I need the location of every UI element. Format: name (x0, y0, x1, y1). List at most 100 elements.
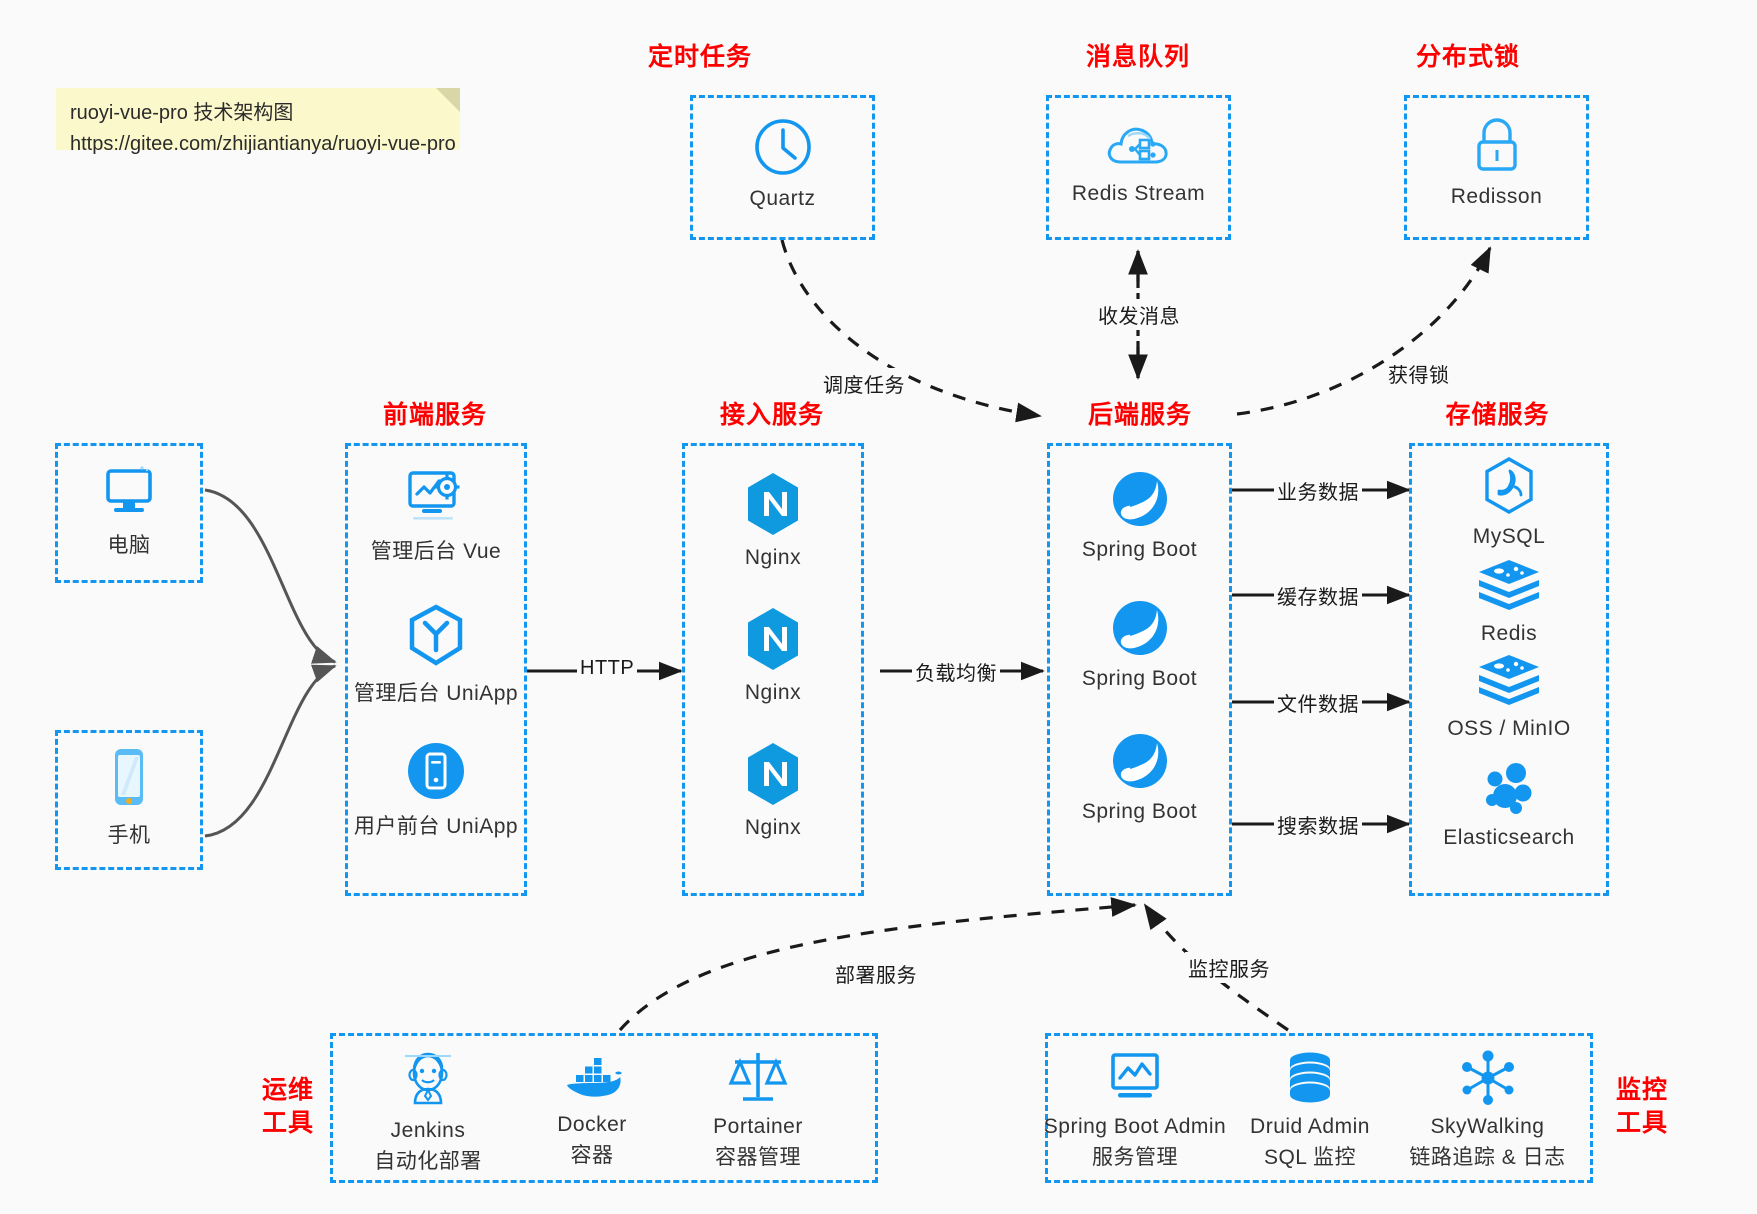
node-redis[interactable]: Redis (1412, 558, 1606, 646)
node-label-redis: Redis (1480, 622, 1538, 645)
nginx-icon (742, 470, 804, 538)
group-title-gateway: 接入服务 (719, 401, 824, 429)
node-label-user-uniapp: 用户前台 UniApp (353, 815, 519, 838)
nginx-icon (742, 740, 804, 808)
node-sub-druid-admin: SQL 监控 (1263, 1146, 1357, 1169)
node-spring-boot-2[interactable]: Spring Boot (1053, 597, 1226, 691)
dashboard-gear-icon (403, 467, 469, 527)
note-url-line: https://gitee.com/zhijiantianya/ruoyi-vu… (70, 133, 456, 155)
node-jenkins[interactable]: Jenkins 自动化部署 (348, 1049, 508, 1175)
skywalking-node-icon (1457, 1049, 1519, 1107)
node-nginx-2[interactable]: Nginx (687, 605, 859, 705)
node-sub-skywalking: 链路追踪 & 日志 (1409, 1146, 1566, 1169)
node-label-jenkins: Jenkins (390, 1119, 466, 1142)
note-fold-corner (436, 88, 460, 112)
group-title-storage: 存储服务 (1445, 401, 1550, 429)
group-title-monitoring-line1: 监控 (1615, 1076, 1668, 1104)
scales-balance-icon (727, 1049, 789, 1107)
nginx-icon (742, 605, 804, 673)
node-redisson[interactable]: Redisson (1414, 115, 1579, 209)
node-label-admin-vue: 管理后台 Vue (370, 540, 502, 563)
node-nginx-3[interactable]: Nginx (687, 740, 859, 840)
node-redis-stream[interactable]: Redis Stream (1056, 118, 1221, 206)
node-elasticsearch[interactable]: Elasticsearch (1412, 760, 1606, 850)
group-box-client-desktop (55, 443, 203, 583)
node-druid-admin[interactable]: Druid Admin SQL 监控 (1225, 1049, 1395, 1171)
group-title-devops-line2: 工具 (261, 1109, 314, 1137)
edge-label-send-receive-message: 收发消息 (1095, 299, 1183, 330)
node-label-spring-boot-admin: Spring Boot Admin (1043, 1115, 1227, 1138)
node-label-mobile: 手机 (107, 824, 151, 847)
group-title-devops: 运维 工具 (258, 1074, 318, 1140)
node-nginx-1[interactable]: Nginx (687, 470, 859, 570)
node-label-oss-minio: OSS / MinIO (1447, 717, 1571, 740)
group-title-message-queue: 消息队列 (1085, 43, 1190, 71)
edge-label-file-data: 文件数据 (1274, 687, 1362, 718)
docker-whale-icon (559, 1049, 625, 1105)
node-mysql[interactable]: MySQL (1412, 455, 1606, 549)
group-title-monitoring: 监控 工具 (1612, 1074, 1672, 1140)
group-box-message-queue (1046, 95, 1231, 240)
mobile-circle-icon (405, 740, 467, 802)
node-user-uniapp[interactable]: 用户前台 UniApp (350, 740, 522, 840)
note-title-line: ruoyi-vue-pro 技术架构图 (70, 102, 294, 124)
edge-label-schedule-task: 调度任务 (820, 368, 908, 399)
node-label-spring-boot-2: Spring Boot (1081, 667, 1198, 690)
edge-label-http: HTTP (577, 656, 638, 681)
group-title-backend: 后端服务 (1087, 401, 1192, 429)
node-admin-uniapp[interactable]: 管理后台 UniApp (350, 603, 522, 707)
node-label-redisson: Redisson (1450, 185, 1543, 208)
edge-label-load-balance: 负载均衡 (912, 656, 1000, 687)
node-label-spring-boot-1: Spring Boot (1081, 538, 1198, 561)
node-spring-boot-3[interactable]: Spring Boot (1053, 730, 1226, 824)
node-label-druid-admin: Druid Admin (1250, 1115, 1370, 1138)
node-label-desktop: 电脑 (107, 534, 151, 557)
clock-icon (751, 115, 815, 179)
node-mobile[interactable]: 手机 (63, 745, 195, 849)
group-title-monitoring-line2: 工具 (1615, 1109, 1668, 1137)
edge-label-acquire-lock: 获得锁 (1385, 358, 1453, 389)
node-admin-vue[interactable]: 管理后台 Vue (350, 467, 522, 565)
group-box-scheduled-task (690, 95, 875, 240)
node-desktop[interactable]: 电脑 (63, 463, 195, 559)
node-spring-boot-admin[interactable]: Spring Boot Admin 服务管理 (1030, 1049, 1240, 1171)
redis-stack-icon (1475, 558, 1543, 614)
node-label-quartz: Quartz (749, 187, 816, 210)
cube-hexagon-icon (405, 603, 467, 669)
node-sub-spring-boot-admin: 服务管理 (1092, 1146, 1178, 1169)
node-portainer[interactable]: Portainer 容器管理 (678, 1049, 838, 1171)
edge-label-cache-data: 缓存数据 (1274, 580, 1362, 611)
group-box-client-mobile (55, 730, 203, 870)
node-quartz[interactable]: Quartz (700, 115, 865, 211)
elasticsearch-icon (1478, 760, 1540, 818)
group-title-devops-line1: 运维 (261, 1076, 314, 1104)
monitor-chart-icon (1104, 1049, 1166, 1107)
edge-label-search-data: 搜索数据 (1274, 809, 1362, 840)
desktop-monitor-icon (98, 463, 160, 521)
node-label-nginx-3: Nginx (744, 816, 802, 839)
spring-boot-icon (1108, 730, 1172, 792)
node-spring-boot-1[interactable]: Spring Boot (1053, 468, 1226, 562)
group-box-storage (1409, 443, 1609, 896)
mysql-dolphin-icon (1479, 455, 1539, 517)
node-label-nginx-1: Nginx (744, 546, 802, 569)
lock-icon (1467, 115, 1527, 177)
edge-label-business-data: 业务数据 (1274, 475, 1362, 506)
database-cylinder-icon (1281, 1049, 1339, 1107)
node-sub-docker: 容器 (570, 1144, 614, 1167)
node-oss-minio[interactable]: OSS / MinIO (1412, 653, 1606, 741)
group-title-scheduled-task: 定时任务 (647, 43, 752, 71)
node-label-spring-boot-3: Spring Boot (1081, 800, 1198, 823)
group-title-distributed-lock: 分布式锁 (1415, 43, 1520, 71)
node-skywalking[interactable]: SkyWalking 链路追踪 & 日志 (1390, 1049, 1585, 1171)
mobile-phone-icon (104, 745, 154, 811)
spring-boot-icon (1108, 468, 1172, 530)
node-docker[interactable]: Docker 容器 (512, 1049, 672, 1169)
group-box-backend (1047, 443, 1232, 896)
group-box-devops (330, 1033, 878, 1183)
node-label-redis-stream: Redis Stream (1071, 182, 1206, 205)
group-box-frontend (345, 443, 527, 896)
node-label-admin-uniapp: 管理后台 UniApp (353, 682, 519, 705)
sticky-note-annotation: ruoyi-vue-pro 技术架构图 https://gitee.com/zh… (56, 88, 460, 155)
